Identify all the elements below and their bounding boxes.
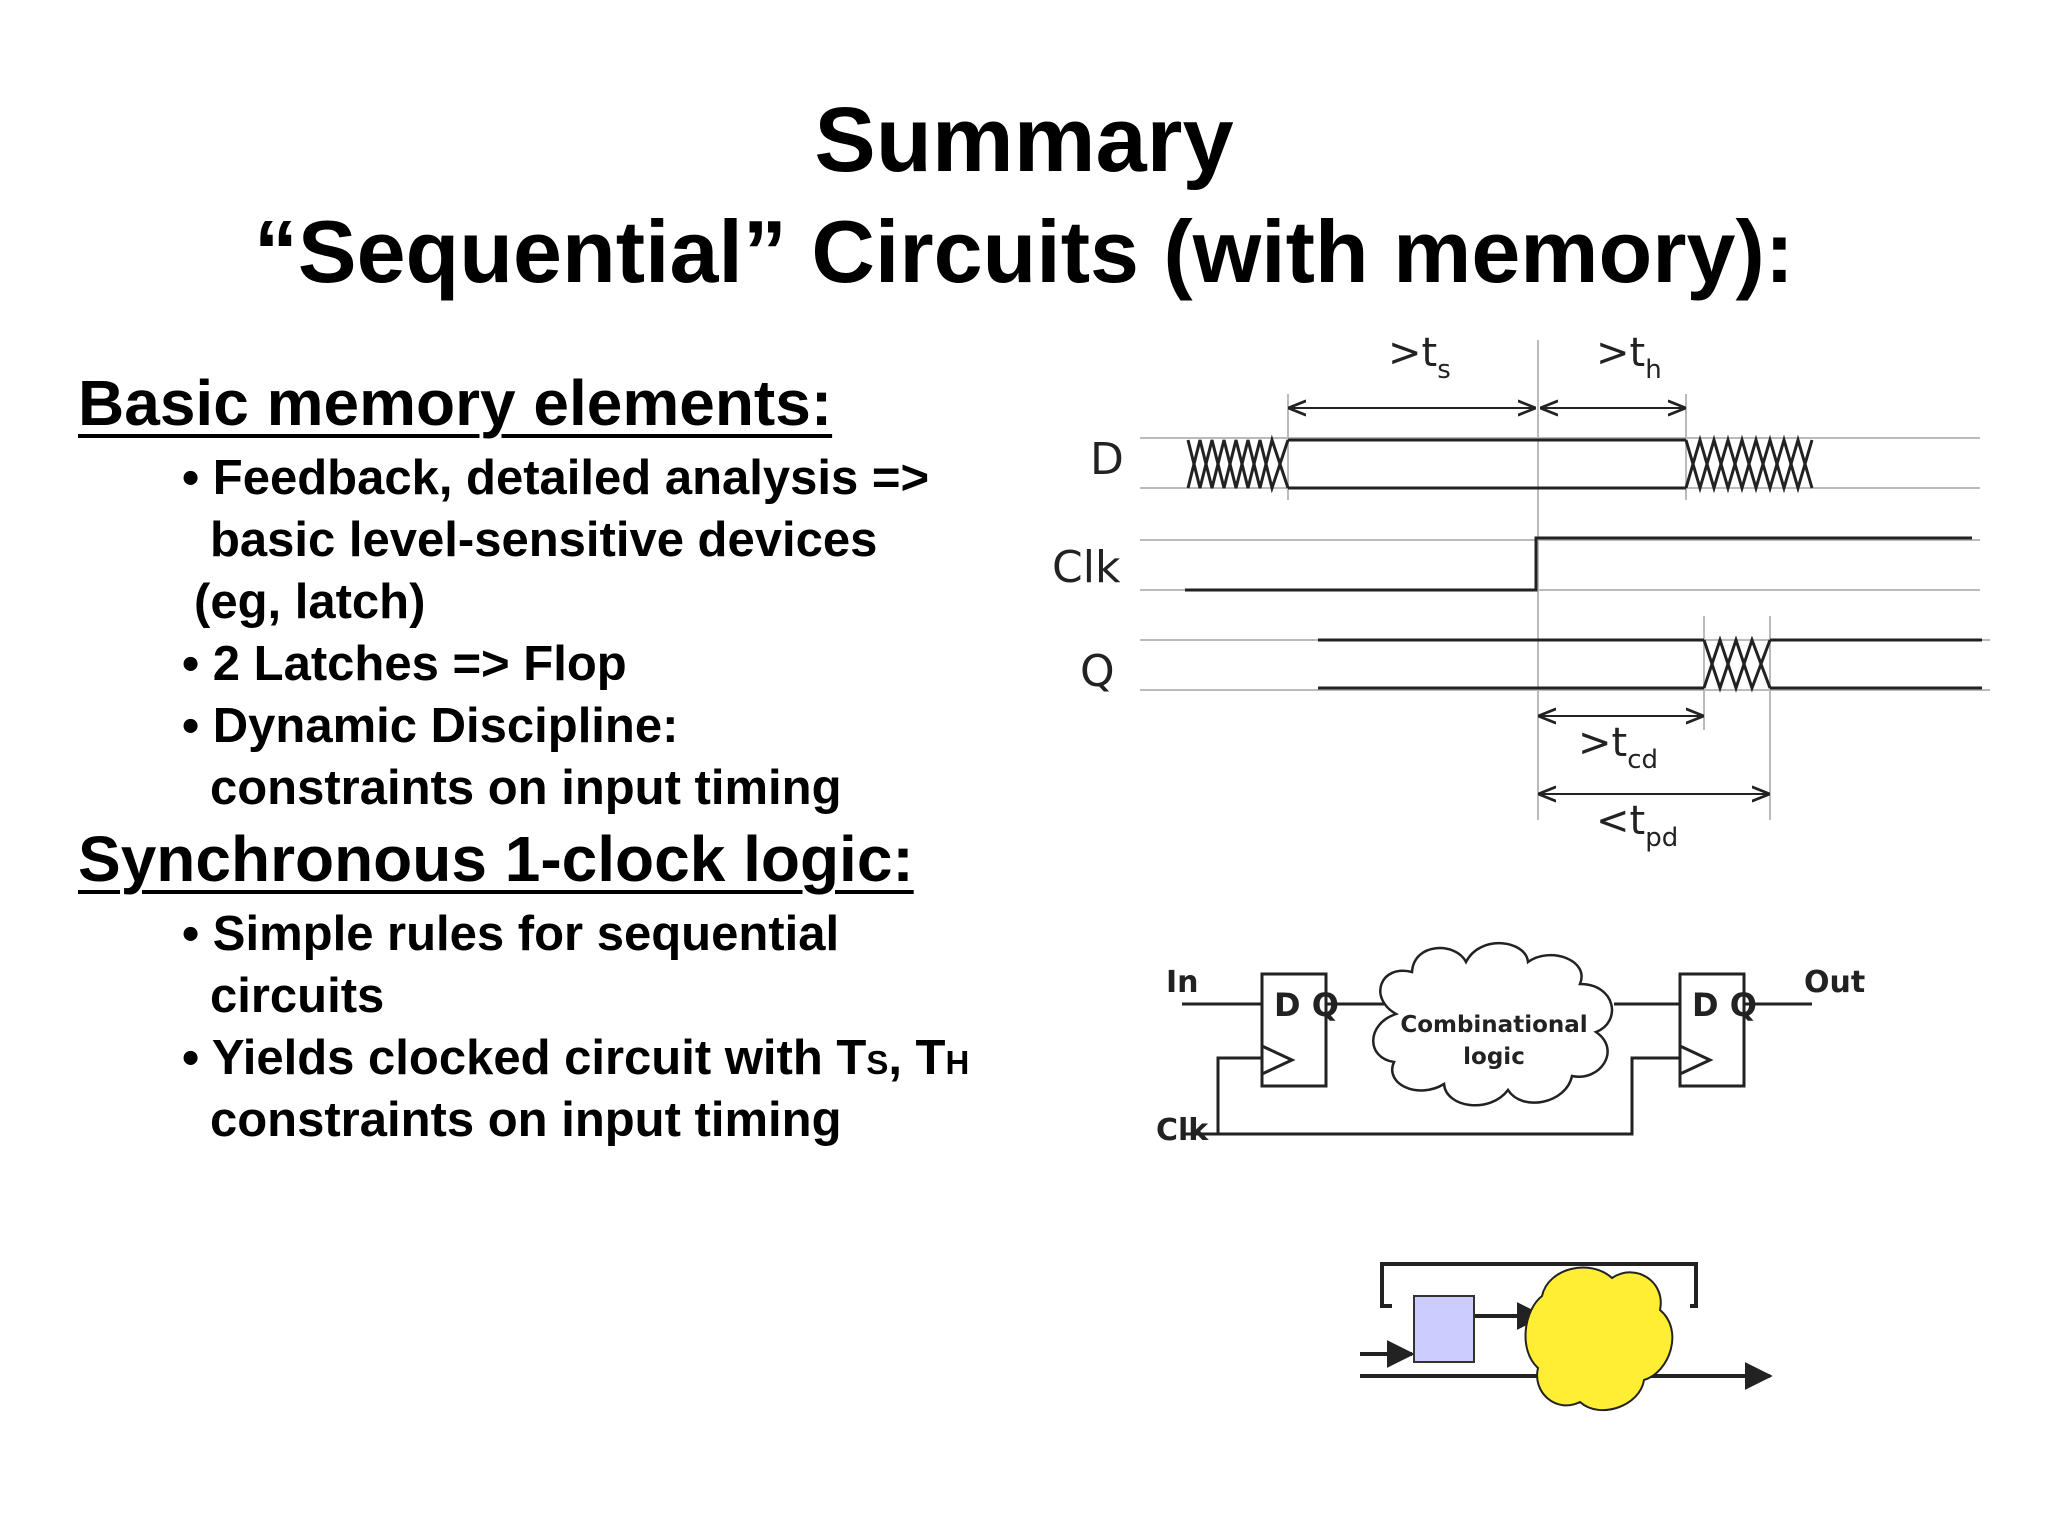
timing-arrows bbox=[1290, 408, 1768, 794]
register-icon bbox=[1413, 1295, 1475, 1363]
setup-time-label: >ts bbox=[1388, 330, 1451, 385]
logic-label-1: Combinational bbox=[1400, 1012, 1587, 1038]
q-signal-waveform bbox=[1318, 635, 1982, 693]
flop-label-left: D Q bbox=[1274, 986, 1339, 1024]
signal-label-d: D bbox=[1090, 434, 1124, 485]
section-heading-synchronous: Synchronous 1-clock logic: bbox=[78, 823, 914, 895]
bullet-text: Feedback, detailed analysis => bbox=[212, 451, 930, 505]
slide-subtitle: “Sequential” Circuits (with memory): bbox=[253, 202, 1795, 301]
wires bbox=[1182, 1002, 1812, 1136]
signal-label-q: Q bbox=[1080, 646, 1115, 697]
bullet-text: Yields clocked circuit with T bbox=[211, 1031, 867, 1085]
clock-triangle-icon bbox=[1679, 1044, 1714, 1076]
bullet-marker: • bbox=[182, 451, 200, 505]
flop-label-right: D Q bbox=[1692, 986, 1757, 1024]
bullet-continuation: basic level-sensitive devices bbox=[210, 513, 878, 567]
subscript-s: S bbox=[866, 1044, 889, 1081]
bullet-latches: • 2 Latches => Flop bbox=[182, 636, 627, 692]
bullet-continuation: constraints on input timing bbox=[210, 1093, 842, 1147]
bullet-text: , T bbox=[888, 1031, 946, 1085]
hold-time-label: >th bbox=[1596, 330, 1662, 385]
logic-label-2: logic bbox=[1463, 1044, 1525, 1070]
d-signal-waveform bbox=[1186, 434, 1814, 494]
clk-signal-waveform bbox=[1185, 536, 1972, 592]
signal-label-clk: Clk bbox=[1052, 542, 1121, 593]
output-flip-flop bbox=[1678, 972, 1746, 1088]
bullet-text: Simple rules for sequential bbox=[212, 907, 840, 961]
bullet-marker: • bbox=[182, 907, 200, 961]
subscript-h: H bbox=[945, 1044, 970, 1081]
bullet-yields: • Yields clocked circuit with TS, TH bbox=[182, 1030, 969, 1091]
bullet-simple-rules: • Simple rules for sequential bbox=[182, 906, 839, 962]
bullet-marker: • bbox=[182, 699, 200, 753]
input-label: In bbox=[1166, 965, 1199, 1000]
output-label: Out bbox=[1804, 965, 1865, 1000]
bullet-dynamic-discipline: • Dynamic Discipline: bbox=[182, 698, 678, 754]
clock-triangle-icon bbox=[1261, 1044, 1296, 1076]
input-flip-flop bbox=[1260, 972, 1328, 1088]
bullet-text: Dynamic Discipline: bbox=[212, 699, 679, 753]
bullet-text: 2 Latches => Flop bbox=[212, 637, 627, 691]
combinational-logic-cloud bbox=[1372, 942, 1614, 1107]
bullet-marker: • bbox=[182, 1031, 200, 1085]
bullet-marker: • bbox=[182, 637, 200, 691]
section-heading-basic-memory: Basic memory elements: bbox=[78, 367, 833, 439]
propagation-delay-label: <tpd bbox=[1596, 798, 1678, 853]
bullet-continuation: constraints on input timing bbox=[210, 761, 842, 815]
bullet-continuation: circuits bbox=[210, 969, 385, 1023]
bullet-feedback: • Feedback, detailed analysis => bbox=[182, 450, 929, 506]
bullet-continuation: (eg, latch) bbox=[194, 575, 426, 629]
clock-label: Clk bbox=[1156, 1113, 1209, 1148]
slide-title: Summary bbox=[814, 89, 1234, 191]
logic-blob-icon bbox=[1524, 1266, 1674, 1412]
contamination-delay-label: >tcd bbox=[1578, 720, 1658, 775]
